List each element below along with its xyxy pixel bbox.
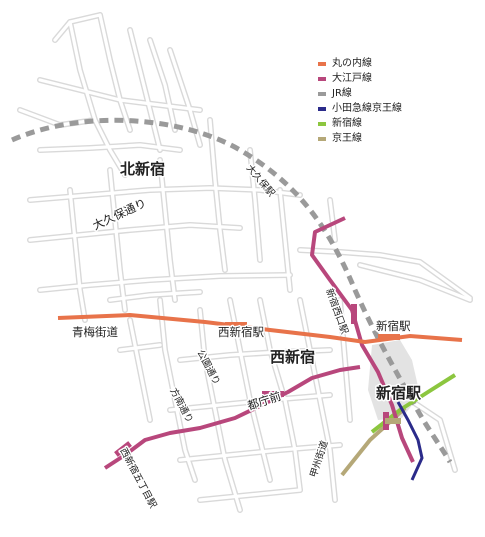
legend-swatch	[318, 92, 326, 96]
legend-swatch	[318, 107, 326, 111]
station-marker-tochomae[interactable]	[262, 391, 284, 397]
street-network	[17, 12, 473, 513]
legend-swatch	[318, 137, 326, 141]
odakyu-keio-line	[396, 401, 424, 481]
street-label-ome-kaido: 青梅街道	[72, 325, 118, 339]
station-marker-shinjuku-nishiguchi[interactable]	[351, 304, 357, 324]
marunouchi-line	[57, 312, 463, 345]
station-label-shinjuku-major: 新宿駅	[376, 384, 422, 402]
area-label-kita-shinjuku: 北新宿	[120, 160, 165, 178]
legend-label: 京王線	[332, 131, 362, 144]
station-label-shinjuku-nishiguchi: 新宿西口駅	[323, 287, 351, 336]
street-label-okubo-eki: 大久保駅	[244, 162, 278, 199]
legend-label: 大江戸線	[332, 71, 372, 84]
shinjuku-station-area	[368, 340, 420, 420]
legend-swatch	[318, 77, 326, 81]
legend-label: 小田急線京王線	[332, 101, 402, 114]
station-marker-shinjuku-marunouchi[interactable]	[378, 334, 400, 340]
area-label-nishi-shinjuku: 西新宿	[270, 348, 315, 366]
legend-swatch	[318, 62, 326, 66]
legend-swatch	[318, 122, 326, 126]
keio-line	[340, 406, 407, 477]
station-label-shinjuku-small: 新宿駅	[376, 319, 411, 333]
station-marker-nishi-shinjuku[interactable]	[225, 322, 247, 328]
station-marker-shinjuku-keio[interactable]	[385, 418, 401, 424]
station-label-nishi-shinjuku-gochome: 西新宿五丁目駅	[117, 446, 159, 511]
station-label-nishi-shinjuku: 西新宿駅	[218, 325, 264, 339]
legend-label: JR線	[331, 86, 352, 99]
station-marker-nishi-shinjuku-gochome[interactable]	[114, 441, 132, 457]
legend-label: 丸の内線	[332, 56, 372, 69]
legend-label: 新宿線	[332, 116, 362, 129]
